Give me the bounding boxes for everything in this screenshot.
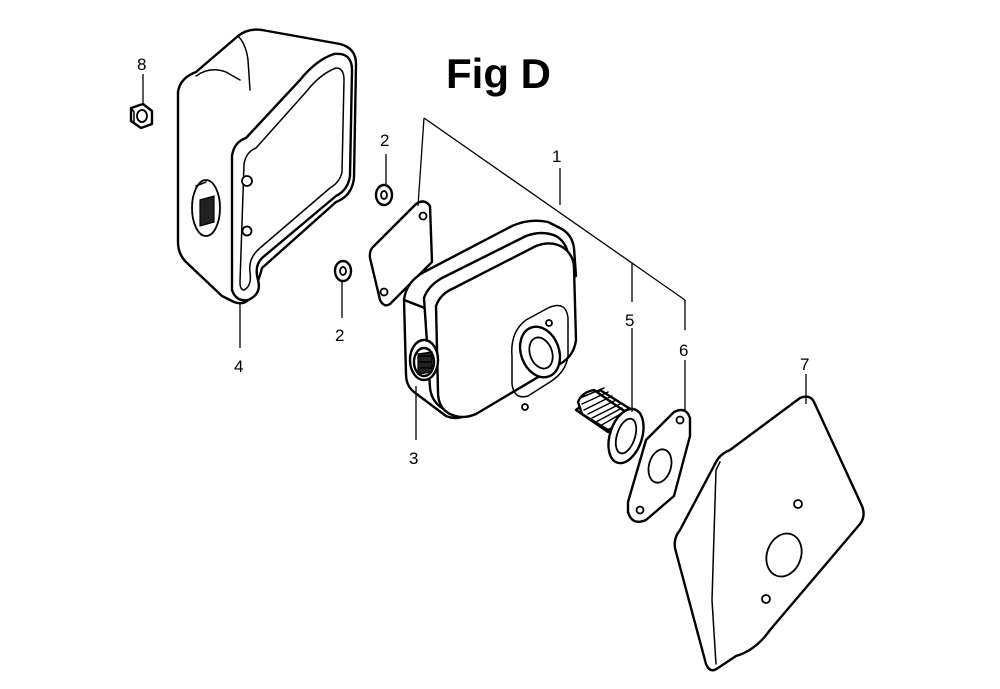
part-6-gasket bbox=[626, 408, 692, 523]
part-2-washer-lower bbox=[333, 259, 353, 283]
callout-8: 8 bbox=[137, 55, 146, 74]
callout-4: 4 bbox=[234, 357, 243, 376]
part-2-washer-upper bbox=[374, 183, 394, 207]
part-5-spark-arrester bbox=[574, 387, 645, 465]
callout-3: 3 bbox=[409, 449, 418, 468]
callout-2-lower: 2 bbox=[335, 326, 344, 345]
part-deflector-plate bbox=[368, 200, 434, 307]
callout-2-upper: 2 bbox=[380, 131, 389, 150]
leader-1-group bbox=[417, 117, 686, 330]
callout-7: 7 bbox=[800, 355, 809, 374]
figure-title: Fig D bbox=[446, 50, 551, 97]
callout-5: 5 bbox=[625, 311, 634, 330]
part-1-muffler bbox=[402, 219, 578, 420]
callout-1: 1 bbox=[552, 147, 561, 166]
part-8-nut bbox=[129, 102, 154, 130]
callout-6: 6 bbox=[679, 341, 688, 360]
part-7-heat-plate bbox=[673, 395, 865, 672]
part-4-muffler-protector bbox=[176, 28, 358, 305]
